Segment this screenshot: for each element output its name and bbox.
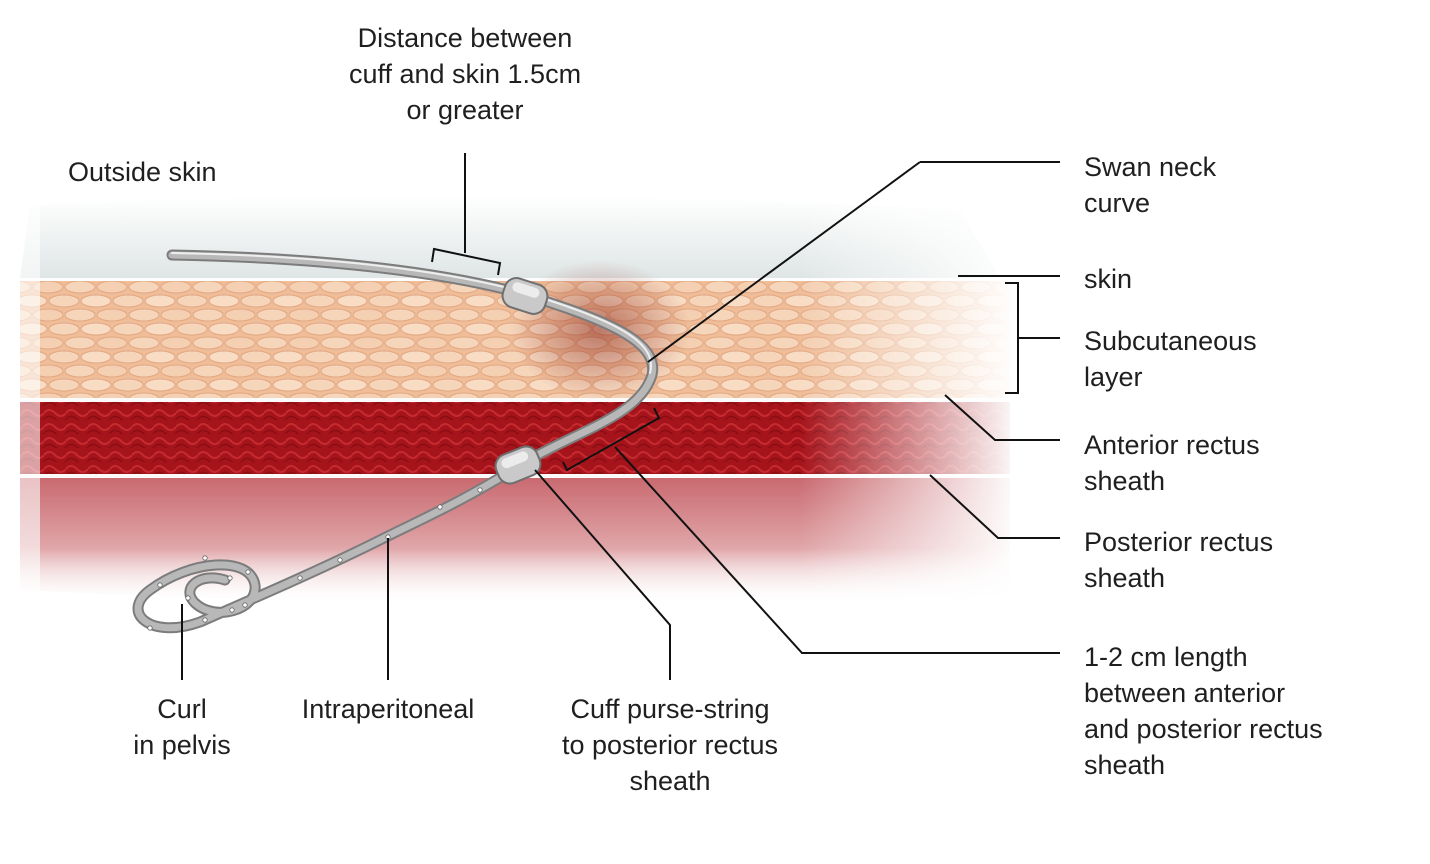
catheter-highlight [171,252,653,374]
left-fade [0,180,40,620]
catheter [132,249,659,634]
outside-skin-text: Outside skin [68,157,217,187]
length-between-line-3: and posterior rectus [1084,714,1323,744]
subcutaneous-label: Subcutaneous layer [1084,323,1257,395]
length-bracket [562,407,661,472]
right-fade [20,180,1020,620]
cuff-purse-label: Cuff purse-string to posterior rectus sh… [530,691,810,799]
anterior-rectus-line-1: Anterior rectus [1084,430,1260,460]
tissue-layers [0,180,1020,620]
distance-bracket [431,247,502,276]
skin-label: skin [1084,261,1132,297]
anterior-rectus-label: Anterior rectus sheath [1084,427,1260,499]
posterior-rectus-leader [929,474,1060,539]
curl-line-2: in pelvis [133,730,231,760]
deep-cuff [494,445,542,485]
length-between-line-4: sheath [1084,750,1166,780]
subcutaneous-line-2: layer [1084,362,1143,392]
intraperitoneal-text: Intraperitoneal [301,694,475,724]
length-between-line-2: between anterior [1084,678,1286,708]
swan-neck-line-2: curve [1084,188,1151,218]
anterior-rectus-line-2: sheath [1084,466,1166,496]
leader-lines [181,153,1060,680]
posterior-rectus-line-1: Posterior rectus [1084,527,1274,557]
cuff-purse-line-3: sheath [629,766,711,796]
skin-text: skin [1084,264,1133,294]
length-leader [614,446,1060,654]
swan-neck-leader [647,161,921,363]
distance-label-line-1: Distance between [357,23,573,53]
length-between-line-1: 1-2 cm length [1084,642,1248,672]
subcutaneous-line-1: Subcutaneous [1084,326,1257,356]
distance-label-line-2: cuff and skin 1.5cm [348,59,582,89]
anterior-rectus-leader [944,394,1060,441]
swan-neck-line-1: Swan neck [1084,152,1217,182]
distance-label-line-3: or greater [406,95,524,125]
distance-label: Distance between cuff and skin 1.5cm or … [300,20,630,128]
cuff-purse-line-1: Cuff purse-string [570,694,770,724]
intraperitoneal-label: Intraperitoneal [280,691,496,727]
posterior-rectus-line-2: sheath [1084,563,1166,593]
superficial-cuff [501,277,549,315]
curl-label: Curl in pelvis [102,691,262,763]
length-between-label: 1-2 cm length between anterior and poste… [1084,639,1323,783]
outside-skin-label: Outside skin [68,154,217,190]
cuff-purse-leader [534,469,671,680]
curl-line-1: Curl [157,694,207,724]
catheter-side-holes [147,487,483,631]
cuff-purse-line-2: to posterior rectus [561,730,779,760]
posterior-rectus-label: Posterior rectus sheath [1084,524,1273,596]
swan-neck-label: Swan neck curve [1084,149,1216,221]
